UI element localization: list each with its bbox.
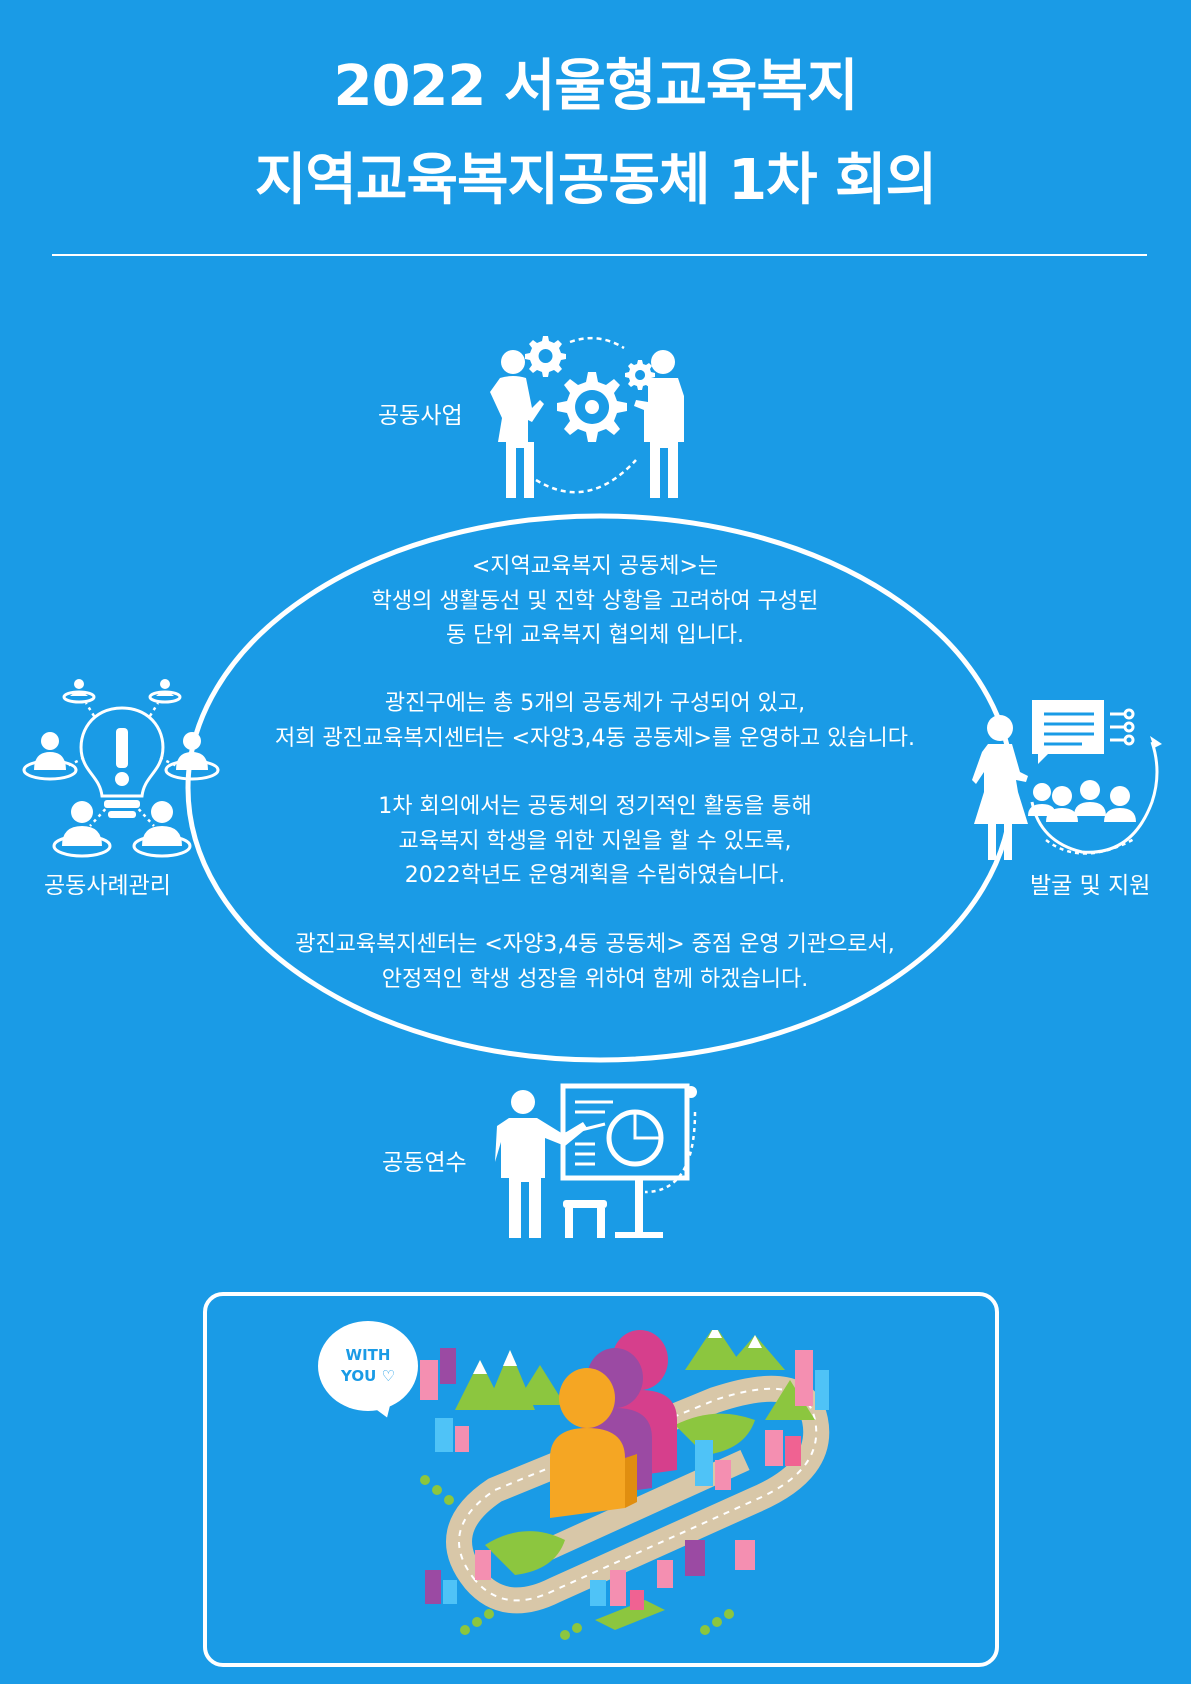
district-line: 광진구에는 총 5개의 공동체가 구성되어 있고, <box>384 691 806 716</box>
closing-paragraph: 광진교육복지센터는 <자양3,4동 공동체> 중점 운영 기관으로서, 안정적인… <box>230 928 960 997</box>
isometric-city-community-illustration <box>420 1330 830 1640</box>
presenter-support-icon <box>972 700 1162 860</box>
intro-paragraph: <지역교육복지 공동체>는 학생의 생활동선 및 진학 상황을 고려하여 구성된… <box>230 550 960 654</box>
teamwork-gears-icon <box>490 336 684 498</box>
label-joint-training: 공동연수 <box>382 1150 467 1176</box>
illustration-frame <box>203 1292 999 1667</box>
badge-line-2: YOU ♡ <box>341 1367 395 1385</box>
badge-line-1: WITH <box>345 1346 391 1364</box>
label-joint-project: 공동사업 <box>378 403 463 429</box>
meeting-line: 교육복지 학생을 위한 지원을 할 수 있도록, <box>398 828 792 854</box>
intro-line: 학생의 생활동선 및 진학 상황을 고려하여 구성된 <box>371 588 819 614</box>
district-line: 저희 광진교육복지센터는 <자양3,4동 공동체>를 운영하고 있습니다. <box>274 725 916 751</box>
page-title-line-2: 지역교육복지공동체 1차 회의 <box>254 148 937 213</box>
idea-bulb-people-icon <box>22 679 220 858</box>
meeting-paragraph: 1차 회의에서는 공동체의 정기적인 활동을 통해 교육복지 학생을 위한 지원… <box>230 790 960 894</box>
meeting-line: 1차 회의에서는 공동체의 정기적인 활동을 통해 <box>378 794 812 819</box>
closing-line: 안정적인 학생 성장을 위하여 함께 하겠습니다. <box>381 966 809 992</box>
meeting-line: 2022학년도 운영계획을 수립하였습니다. <box>404 863 786 888</box>
intro-line: 동 단위 교육복지 협의체 입니다. <box>445 623 745 648</box>
training-presentation-icon <box>495 1083 697 1238</box>
district-paragraph: 광진구에는 총 5개의 공동체가 구성되어 있고, 저희 광진교육복지센터는 <… <box>230 687 960 756</box>
label-joint-case-management: 공동사례관리 <box>44 873 171 899</box>
with-you-badge: WITH YOU ♡ <box>318 1321 418 1411</box>
title-divider <box>52 254 1147 256</box>
page-title-line-1: 2022 서울형교육복지 <box>333 54 859 119</box>
intro-line: <지역교육복지 공동체>는 <box>471 554 719 579</box>
closing-line: 광진교육복지센터는 <자양3,4동 공동체> 중점 운영 기관으로서, <box>295 932 895 957</box>
label-discovery-support: 발굴 및 지원 <box>1030 873 1151 899</box>
